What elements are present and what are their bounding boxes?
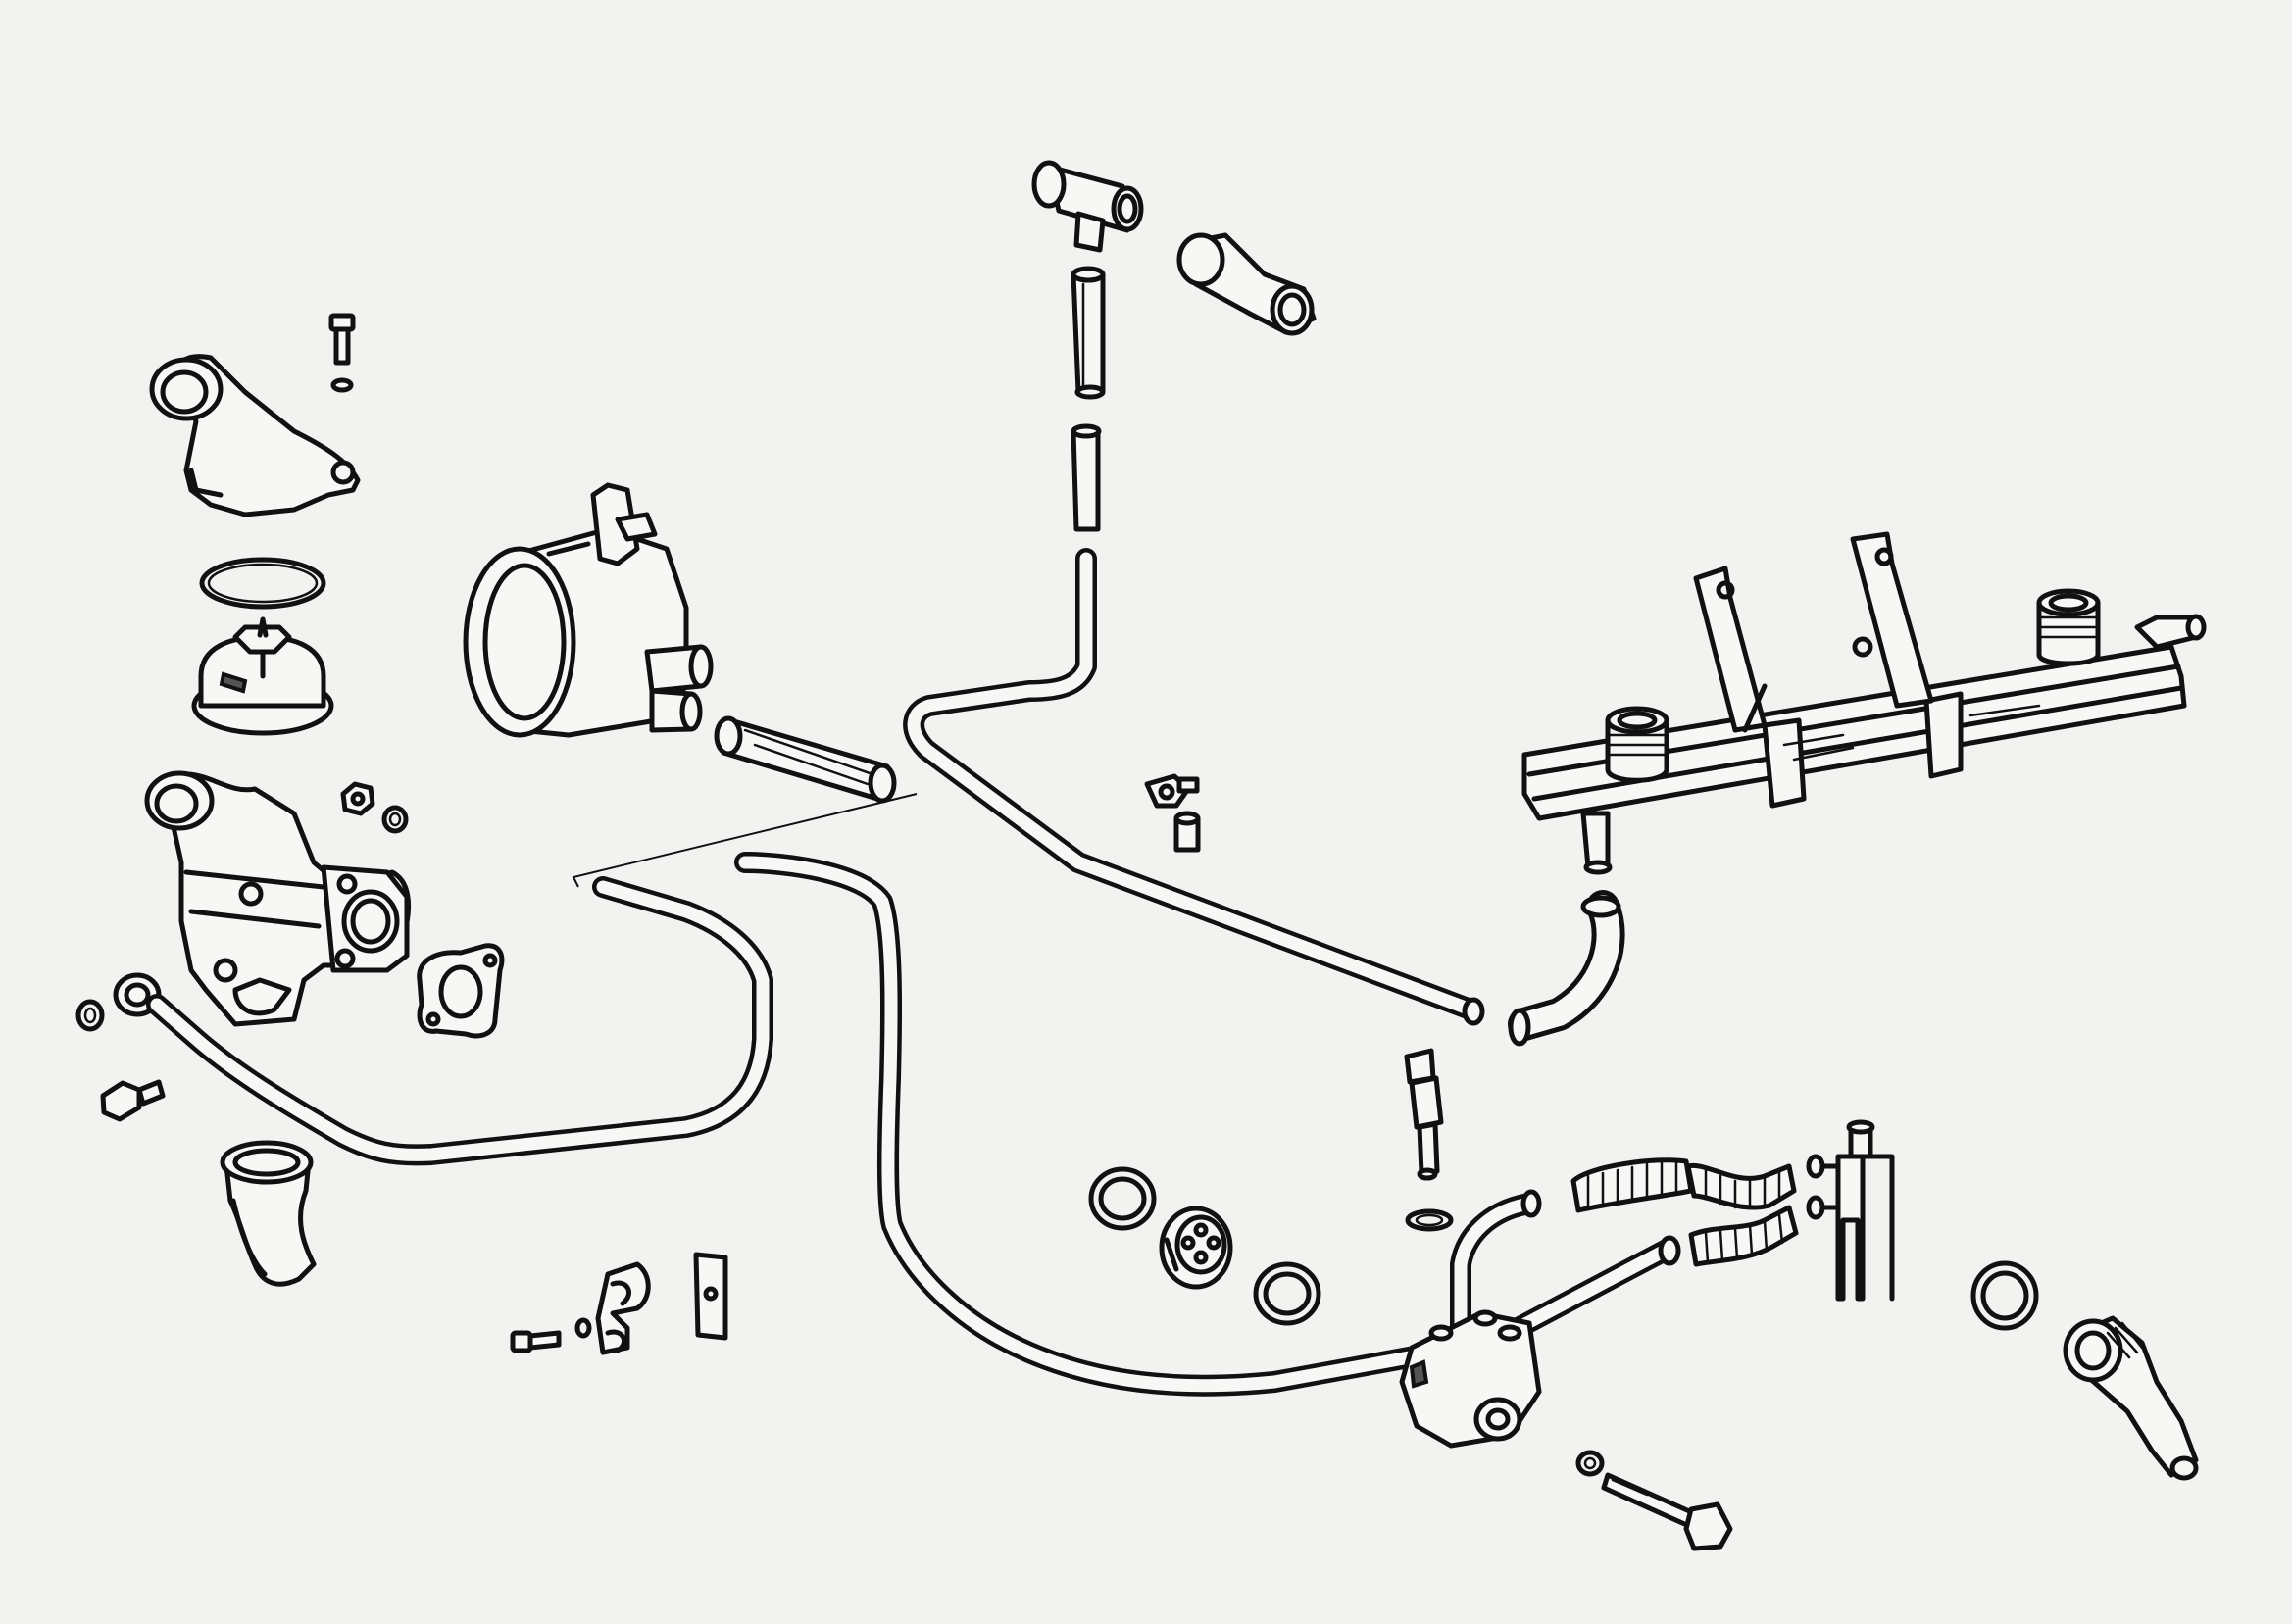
hose-short-center bbox=[714, 715, 897, 804]
seal-ring-1 bbox=[1088, 1166, 1157, 1231]
corrugated-hose-upper bbox=[1570, 1157, 1797, 1213]
clamp-screw bbox=[510, 1330, 562, 1353]
pipe-fork-right bbox=[1806, 1119, 1895, 1302]
temperature-sensor bbox=[1404, 1048, 1444, 1181]
tank-drain-stub bbox=[1580, 811, 1613, 875]
hose-vertical-upper bbox=[1071, 266, 1106, 400]
banjo-pipe-left bbox=[113, 876, 773, 1166]
seal-ring-2 bbox=[1253, 1261, 1321, 1326]
long-bolt bbox=[1601, 1472, 1733, 1551]
long-bolt-washer bbox=[1575, 1450, 1605, 1477]
thermostat bbox=[191, 616, 334, 736]
filler-neck-right bbox=[2036, 588, 2101, 666]
hose-elbow-lower-left bbox=[220, 1140, 317, 1287]
coolant-expansion-tank bbox=[1521, 531, 2187, 821]
sensor-washer bbox=[1405, 1208, 1454, 1232]
corrugated-hose-lower bbox=[1688, 1205, 1799, 1267]
upper-thermostat-housing bbox=[149, 354, 361, 517]
clip-bracket-small bbox=[1144, 773, 1200, 809]
pipe-long-diagonal bbox=[903, 548, 1485, 1026]
pipe-clamp bbox=[595, 1261, 651, 1355]
washer-small bbox=[381, 805, 409, 834]
hose-reducer bbox=[1176, 232, 1317, 336]
pipe-small-curved bbox=[1450, 1189, 1542, 1339]
t-piece-connector bbox=[1031, 160, 1144, 253]
clamp-washer bbox=[574, 1317, 592, 1339]
coolant-distributor-block bbox=[1399, 1309, 1542, 1449]
hose-curved-tank bbox=[1508, 890, 1625, 1047]
mounting-plate bbox=[693, 1252, 728, 1341]
leader-line bbox=[572, 793, 918, 888]
hex-nut bbox=[340, 781, 375, 816]
banjo-bolt bbox=[100, 1079, 166, 1122]
thermostat-o-ring bbox=[199, 557, 326, 610]
plug-cap bbox=[1159, 1206, 1233, 1290]
threaded-elbow-fitting bbox=[2063, 1315, 2199, 1481]
pipe-lower-long bbox=[734, 852, 1681, 1397]
tank-outlet-pipe bbox=[2134, 614, 2207, 650]
filler-neck-left bbox=[1605, 706, 1669, 783]
water-pump-housing bbox=[144, 770, 412, 1027]
hose-vertical-lower bbox=[1071, 423, 1102, 532]
housing-bolt bbox=[328, 313, 356, 393]
spacer-sleeve bbox=[1173, 811, 1201, 853]
flange-gasket bbox=[417, 943, 505, 1039]
air-intake-housing bbox=[463, 482, 714, 738]
sealing-washer-left bbox=[75, 999, 105, 1032]
seal-ring-right bbox=[1970, 1260, 2039, 1331]
